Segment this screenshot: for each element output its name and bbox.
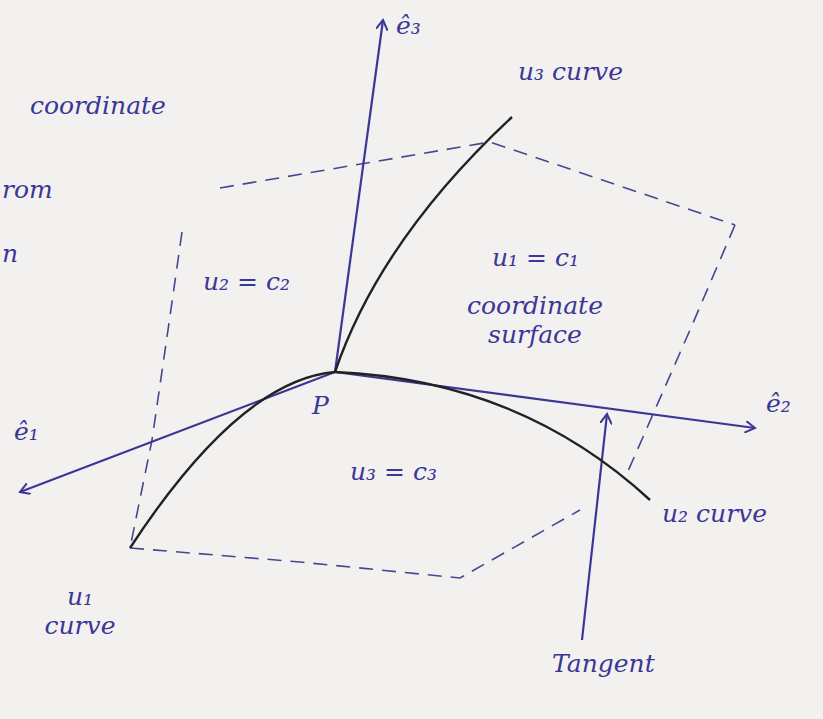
- unit-vector-label: ê₁: [14, 418, 39, 447]
- surface-caption: coordinate surface: [450, 292, 620, 350]
- margin-note: n: [2, 240, 18, 269]
- point-label: P: [312, 392, 329, 421]
- margin-note: coordinate: [30, 92, 166, 121]
- surface-label: u₃ = c₃: [350, 458, 437, 487]
- curve-label: u₂ curve: [662, 500, 767, 529]
- curve-label: u₁ curve: [40, 583, 120, 641]
- tangent-label: Tangent: [552, 650, 655, 679]
- curve-label: u₃ curve: [518, 58, 623, 87]
- surface-label: u₁ = c₁: [492, 244, 579, 273]
- unit-vector-label: ê₂: [766, 390, 791, 419]
- surface-label: u₂ = c₂: [203, 268, 290, 297]
- unit-vector-label: ê₃: [396, 12, 421, 41]
- margin-note: rom: [2, 176, 53, 205]
